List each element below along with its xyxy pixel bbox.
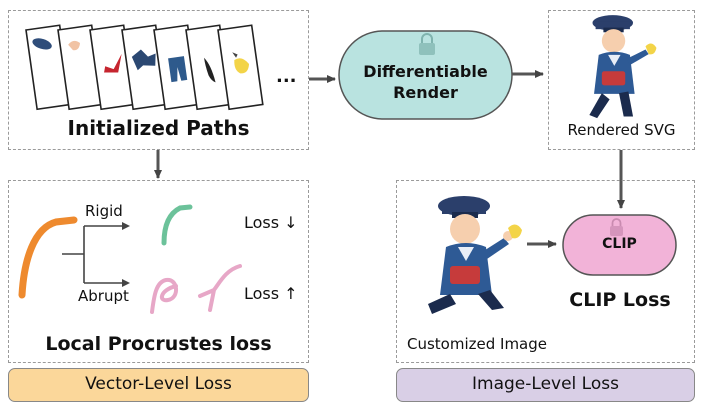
initialized-paths-panel (8, 10, 309, 150)
render-lock-icon (419, 33, 435, 55)
clip-panel (396, 180, 695, 363)
rigid-label: Rigid (85, 202, 123, 220)
procrustes-illustration (18, 204, 242, 314)
differentiable-render-node (338, 30, 513, 120)
procrustes-panel (8, 180, 309, 363)
clip-node (562, 214, 677, 276)
rendered-svg-panel (548, 10, 695, 150)
image-level-banner: Image-Level Loss (396, 368, 695, 402)
loss-down-label: Loss ↓ (244, 213, 298, 232)
paths-ellipsis: ... (276, 66, 297, 87)
render-node-label: Differentiable Render (339, 61, 512, 103)
abrupt-label: Abrupt (78, 287, 129, 305)
path-cards-stack (25, 24, 264, 111)
loss-up-label: Loss ↑ (244, 284, 298, 303)
clip-loss-title: CLIP Loss (569, 289, 671, 311)
vector-level-banner: Vector-Level Loss (8, 368, 309, 402)
pink-abrupt-curve-1 (150, 277, 178, 314)
render-label-line2: Render (393, 83, 458, 102)
clip-node-label: CLIP (602, 236, 637, 252)
clip-lock-icon (610, 218, 623, 236)
initialized-paths-title: Initialized Paths (67, 116, 250, 140)
orange-source-curve (18, 216, 78, 299)
rendered-svg-label: Rendered SVG (567, 121, 676, 139)
green-rigid-curve (161, 204, 193, 246)
customized-image-label: Customized Image (407, 335, 548, 353)
render-label-line1: Differentiable (363, 62, 488, 81)
customized-image-postman (428, 196, 522, 314)
rendered-svg-postman (589, 15, 657, 119)
procrustes-title: Local Procrustes loss (45, 333, 272, 355)
pink-abrupt-curve-2 (198, 264, 242, 312)
